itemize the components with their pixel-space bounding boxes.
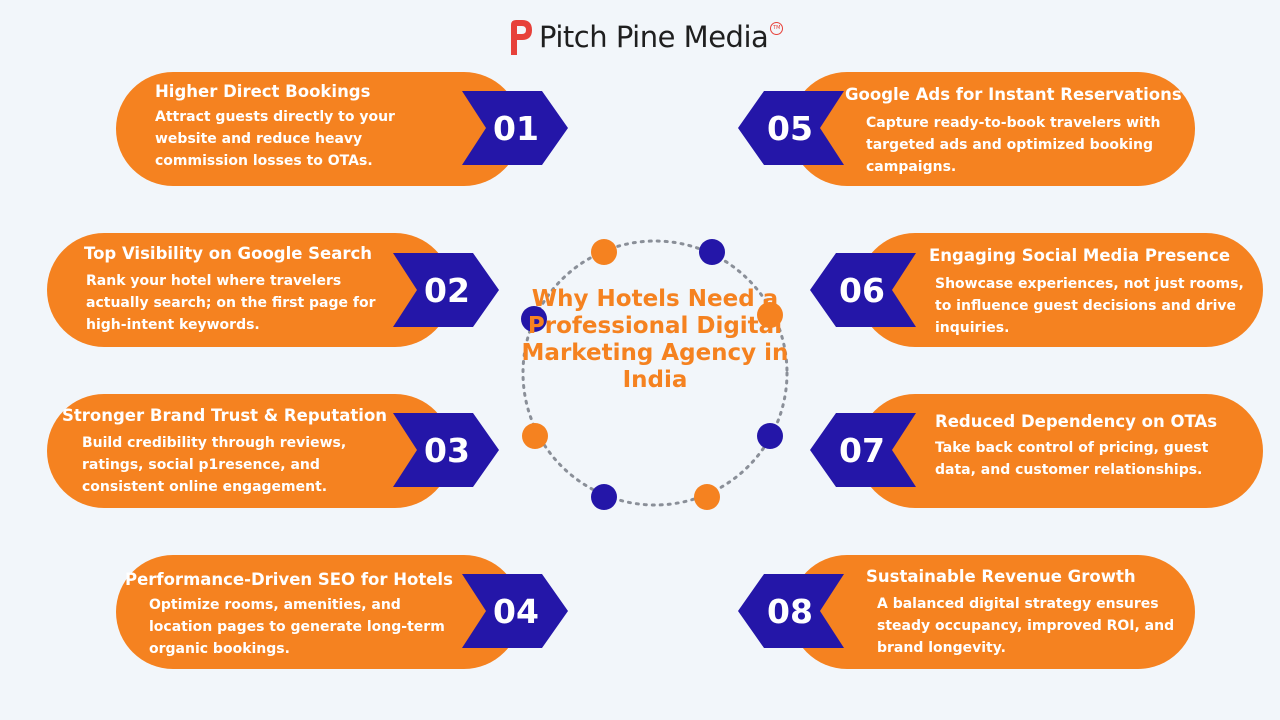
benefit-card-06: Engaging Social Media Presence Showcase …: [858, 233, 1263, 347]
benefit-title: Higher Direct Bookings: [155, 82, 371, 101]
ring-dot-orange: [694, 484, 720, 510]
benefit-title: Stronger Brand Trust & Reputation: [62, 406, 388, 425]
chevron-right-shape: [462, 91, 568, 165]
ring-dot-navy: [591, 484, 617, 510]
benefit-description: Rank your hotel where travelers actually…: [86, 273, 376, 333]
chevron-left-shape: [738, 91, 844, 165]
benefit-description: Attract guests directly to your website …: [155, 109, 395, 169]
ring-dot-orange: [591, 239, 617, 265]
benefit-description: Optimize rooms, amenities, and location …: [149, 597, 445, 657]
brand-logo-icon: [511, 20, 532, 55]
benefit-title: Reduced Dependency on OTAs: [935, 412, 1218, 431]
number-badge-06: 06: [808, 253, 916, 327]
badge-number: 02: [424, 270, 470, 310]
chevron-left-shape: [810, 413, 916, 487]
brand-name: Pitch Pine Media: [539, 20, 769, 54]
benefit-title: Engaging Social Media Presence: [929, 246, 1231, 265]
chevron-left-shape: [738, 574, 844, 648]
chevron-right-shape: [393, 413, 499, 487]
badge-number: 01: [493, 108, 539, 148]
benefit-card-01: Higher Direct Bookings Attract guests di…: [116, 72, 521, 186]
brand-logo: Pitch Pine Media TM: [505, 14, 784, 60]
number-badge-05: 05: [736, 91, 844, 165]
badge-number: 08: [767, 591, 813, 631]
ring-dot-navy: [699, 239, 725, 265]
number-badge-08: 08: [736, 574, 844, 648]
dotted-circle: [521, 239, 789, 507]
benefit-card-07: Reduced Dependency on OTAs Take back con…: [858, 394, 1263, 508]
badge-number: 03: [424, 430, 470, 470]
benefit-description: Take back control of pricing, guest data…: [935, 440, 1209, 478]
chevron-left-shape: [810, 253, 916, 327]
benefit-card-02: Top Visibility on Google Search Rank you…: [47, 233, 452, 347]
number-badge-02: 02: [393, 253, 501, 327]
benefit-description: A balanced digital strategy ensures stea…: [877, 596, 1175, 656]
chevron-right-shape: [393, 253, 499, 327]
chevron-right-shape: [462, 574, 568, 648]
benefit-description: Capture ready-to-book travelers with tar…: [866, 115, 1161, 175]
benefit-description: Showcase experiences, not just rooms, to…: [935, 276, 1244, 336]
number-badge-07: 07: [808, 413, 916, 487]
benefit-card-04: Performance-Driven SEO for Hotels Optimi…: [116, 555, 521, 669]
badge-number: 04: [493, 591, 539, 631]
benefit-title: Top Visibility on Google Search: [84, 244, 373, 263]
benefit-card-03: Stronger Brand Trust & Reputation Build …: [47, 394, 452, 508]
number-badge-03: 03: [393, 413, 501, 487]
badge-number: 07: [839, 430, 885, 470]
center-title: Why Hotels Need a Professional Digital M…: [521, 286, 789, 393]
ring-dot-orange: [522, 423, 548, 449]
benefit-title: Sustainable Revenue Growth: [866, 567, 1136, 586]
number-badge-01: 01: [462, 91, 570, 165]
ring-dot-navy: [521, 306, 547, 332]
badge-number: 05: [767, 108, 813, 148]
benefit-card-05: Google Ads for Instant Reservations Capt…: [790, 72, 1195, 186]
benefit-card-08: Sustainable Revenue Growth A balanced di…: [790, 555, 1195, 669]
benefit-title: Performance-Driven SEO for Hotels: [125, 570, 453, 589]
benefit-description: Build credibility through reviews, ratin…: [82, 435, 347, 495]
benefit-title: Google Ads for Instant Reservations: [845, 85, 1182, 104]
ring-dot-navy: [757, 423, 783, 449]
badge-number: 06: [839, 270, 885, 310]
ring-dot-orange: [757, 302, 783, 328]
number-badge-04: 04: [462, 574, 570, 648]
trademark-badge: TM: [770, 21, 784, 35]
